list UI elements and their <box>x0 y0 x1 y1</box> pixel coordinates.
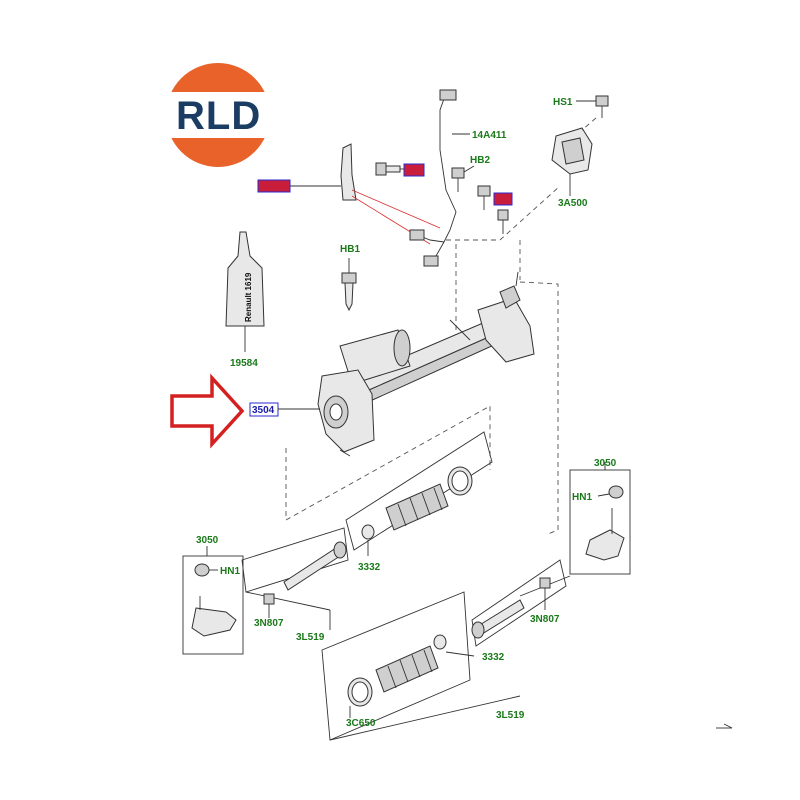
bolt-hs1 <box>576 95 609 118</box>
highlight-tag-left <box>257 179 291 193</box>
label-3050-right: 3050 <box>594 458 617 469</box>
label-19584: 19584 <box>230 358 258 369</box>
label-3l519-left: 3L519 <box>296 632 325 643</box>
label-hn1-right: HN1 <box>572 492 592 503</box>
bracket-bolt <box>375 162 404 176</box>
label-hn1-left: HN1 <box>220 566 240 577</box>
logo-text: RLD <box>176 94 261 138</box>
bolt-hb2 <box>451 165 475 192</box>
right-tie-rod-end <box>569 462 631 575</box>
label-3c650: 3C650 <box>346 718 376 729</box>
bracket <box>290 143 441 245</box>
lower-boot-group <box>321 591 521 741</box>
left-tie-rod-group <box>241 527 349 630</box>
label-3504-box <box>249 402 279 417</box>
label-14a411: 14A411 <box>472 130 507 141</box>
highlight-tag-right <box>493 192 513 206</box>
highlight-tag-mid <box>403 163 425 177</box>
wiring-harness <box>409 89 470 267</box>
label-3n807-left: 3N807 <box>254 618 284 629</box>
label-3504: 3504 <box>252 405 275 416</box>
left-tie-rod-end <box>182 546 244 655</box>
red-arrow-icon <box>170 373 245 449</box>
upper-boot-group <box>345 431 493 556</box>
label-3050-left: 3050 <box>196 535 219 546</box>
bolt-hb1 <box>341 258 357 312</box>
label-3332-lower: 3332 <box>482 652 505 663</box>
right-tie-rod-group <box>471 559 571 647</box>
label-3a500: 3A500 <box>558 198 588 209</box>
module-3a500 <box>551 117 597 196</box>
label-3l519-right: 3L519 <box>496 710 525 721</box>
tube-text: Renault 1619 <box>244 272 253 322</box>
label-hb2: HB2 <box>470 155 490 166</box>
label-hb1: HB1 <box>340 244 360 255</box>
label-3332-upper: 3332 <box>358 562 381 573</box>
sealant-tube: Renault 1619 <box>225 231 265 352</box>
corner-mark <box>716 723 733 729</box>
steering-rack <box>317 271 535 457</box>
clip-part <box>477 185 509 234</box>
rld-logo: RLD <box>160 63 276 167</box>
label-3n807-right: 3N807 <box>530 614 560 625</box>
label-hs1: HS1 <box>553 97 573 108</box>
